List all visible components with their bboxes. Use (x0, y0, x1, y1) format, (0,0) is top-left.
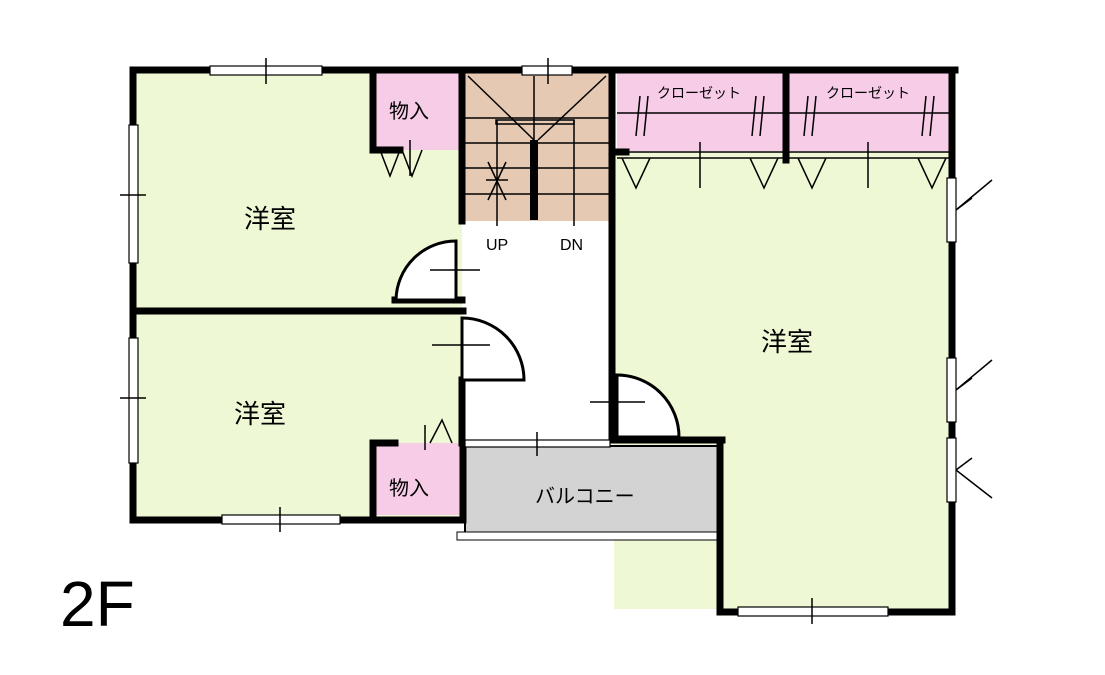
closet-1-label: クローゼット (657, 86, 741, 102)
bedroom-right-fill-lower (720, 440, 952, 610)
stair-center-wall (530, 140, 538, 220)
balcony-label: バルコニー (535, 484, 635, 508)
storage-bottom-fill (373, 443, 463, 515)
floor-label: 2F (60, 568, 135, 640)
bedroom-bottom-left-label: 洋室 (234, 400, 286, 430)
closet-2-label: クローゼット (826, 86, 910, 102)
stairs-up-label: UP (486, 237, 508, 254)
balcony-edge (456, 531, 721, 541)
storage-top-label: 物入 (389, 99, 429, 123)
closet-2-fill (789, 71, 949, 151)
bedroom-right-label: 洋室 (761, 328, 813, 358)
window-mullions (120, 58, 993, 624)
storage-bottom-label: 物入 (389, 476, 429, 500)
stair-treads (465, 75, 610, 226)
closet-rails (379, 95, 949, 450)
storage-top-fill (373, 71, 463, 150)
closet-1-fill (617, 71, 785, 151)
stairs-down-label: DN (560, 237, 583, 254)
doors (394, 239, 681, 439)
bedroom-top-left-label: 洋室 (244, 205, 296, 235)
balcony-fill (464, 445, 720, 535)
